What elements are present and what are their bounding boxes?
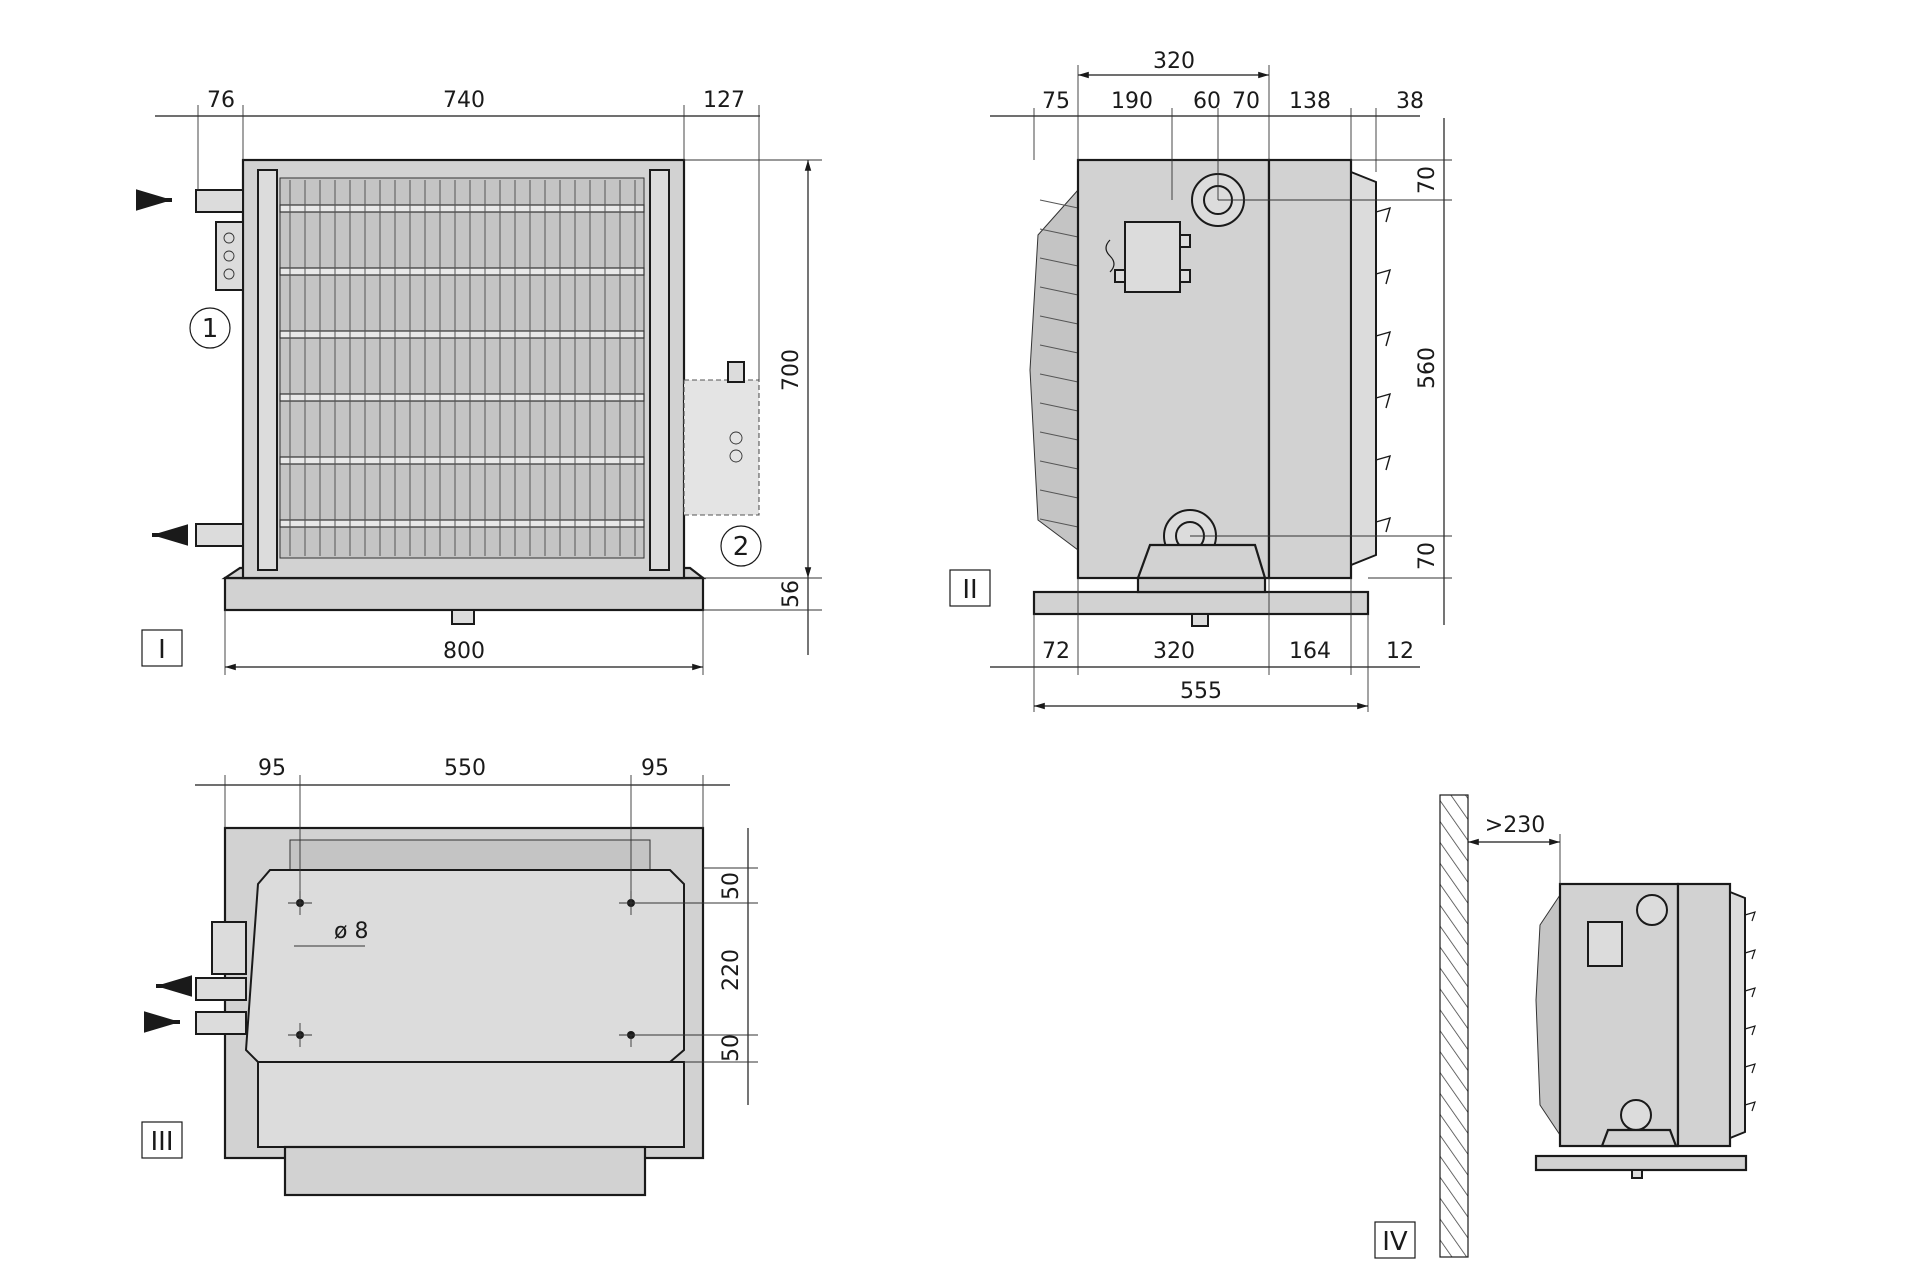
dim-56: 56	[779, 580, 804, 608]
grille-bars	[279, 204, 645, 528]
right-frame	[649, 169, 670, 571]
top-valve-block	[211, 921, 247, 975]
dim-70-right-bottom: 70	[1415, 542, 1440, 570]
callout-2: 2	[733, 532, 750, 562]
hole-diameter: ø 8	[334, 919, 368, 944]
dim-560: 560	[1415, 347, 1440, 389]
dim-320-bottom: 320	[1153, 639, 1195, 664]
view-front: 1 2 76 740 127 700 56 800 I	[136, 88, 822, 675]
callout-2-circle	[720, 525, 762, 567]
view-label-box-III	[141, 1121, 183, 1159]
top-outlet-pipe	[195, 977, 247, 1001]
small-coil-section	[1676, 882, 1732, 1148]
side-base-plate	[1032, 590, 1370, 616]
top-cover-plate	[244, 869, 685, 1063]
fin-area	[279, 177, 645, 559]
side-coil-section	[1267, 158, 1353, 580]
dim-740: 740	[443, 88, 485, 113]
dim-555: 555	[1180, 679, 1222, 704]
dim-127: 127	[703, 88, 745, 113]
dim-75: 75	[1042, 89, 1070, 114]
dim-70-right-top: 70	[1415, 166, 1440, 194]
dim-138: 138	[1289, 89, 1331, 114]
view-top: ø 8 95 550 95 50 220 50 III	[141, 756, 758, 1197]
view-wall-clearance: >230 IV	[1374, 794, 1756, 1259]
optional-control-box	[683, 379, 760, 516]
view-side: 320 75 190 60 70 138 38 70 560 70 72 320…	[949, 49, 1452, 712]
dim-50-top: 50	[719, 872, 744, 900]
view-label-box-I	[141, 629, 183, 667]
top-inlet-pipe	[195, 1011, 247, 1035]
view-label-III: III	[150, 1127, 173, 1157]
dim-190: 190	[1111, 89, 1153, 114]
drain-nipple	[451, 609, 475, 625]
clearance-label: >230	[1485, 813, 1545, 838]
top-lower-section	[257, 1061, 685, 1148]
side-louvre	[1350, 170, 1377, 567]
view-label-I: I	[158, 635, 166, 665]
fan-guard-wires	[1039, 199, 1079, 528]
valve-block	[215, 221, 244, 291]
left-frame	[257, 169, 278, 571]
dim-50-bottom: 50	[719, 1034, 744, 1062]
callout-1-circle	[189, 307, 231, 349]
wall	[1439, 794, 1469, 1258]
dim-76: 76	[207, 88, 235, 113]
side-base-foot	[1136, 543, 1267, 580]
view-label-IV: IV	[1382, 1227, 1408, 1257]
small-louvre-blades	[1744, 911, 1756, 1112]
control-box-gland	[727, 361, 745, 383]
dim-60: 60	[1193, 89, 1221, 114]
dim-95-right: 95	[641, 756, 669, 781]
callout-1: 1	[202, 314, 219, 344]
dim-70-top: 70	[1232, 89, 1260, 114]
dim-72: 72	[1042, 639, 1070, 664]
inlet-pipe	[195, 189, 244, 213]
view-label-box-IV	[1374, 1221, 1416, 1259]
fin-lines	[289, 180, 636, 556]
dim-95-left: 95	[258, 756, 286, 781]
view-label-II: II	[962, 575, 977, 605]
junction-box	[1124, 221, 1181, 293]
dim-320-top: 320	[1153, 49, 1195, 74]
view-label-box-II	[949, 569, 991, 607]
dim-12: 12	[1386, 639, 1414, 664]
small-fan-guard	[1535, 893, 1561, 1137]
dim-220: 220	[719, 949, 744, 991]
top-base-plate	[283, 1145, 647, 1197]
outlet-pipe	[195, 523, 244, 547]
dim-800: 800	[443, 639, 485, 664]
base-plate	[223, 576, 705, 612]
top-fan-guard	[289, 839, 651, 871]
dim-164: 164	[1289, 639, 1331, 664]
dim-38: 38	[1396, 89, 1424, 114]
dim-700: 700	[779, 349, 804, 391]
dim-550: 550	[444, 756, 486, 781]
louvre-blades	[1375, 206, 1392, 533]
